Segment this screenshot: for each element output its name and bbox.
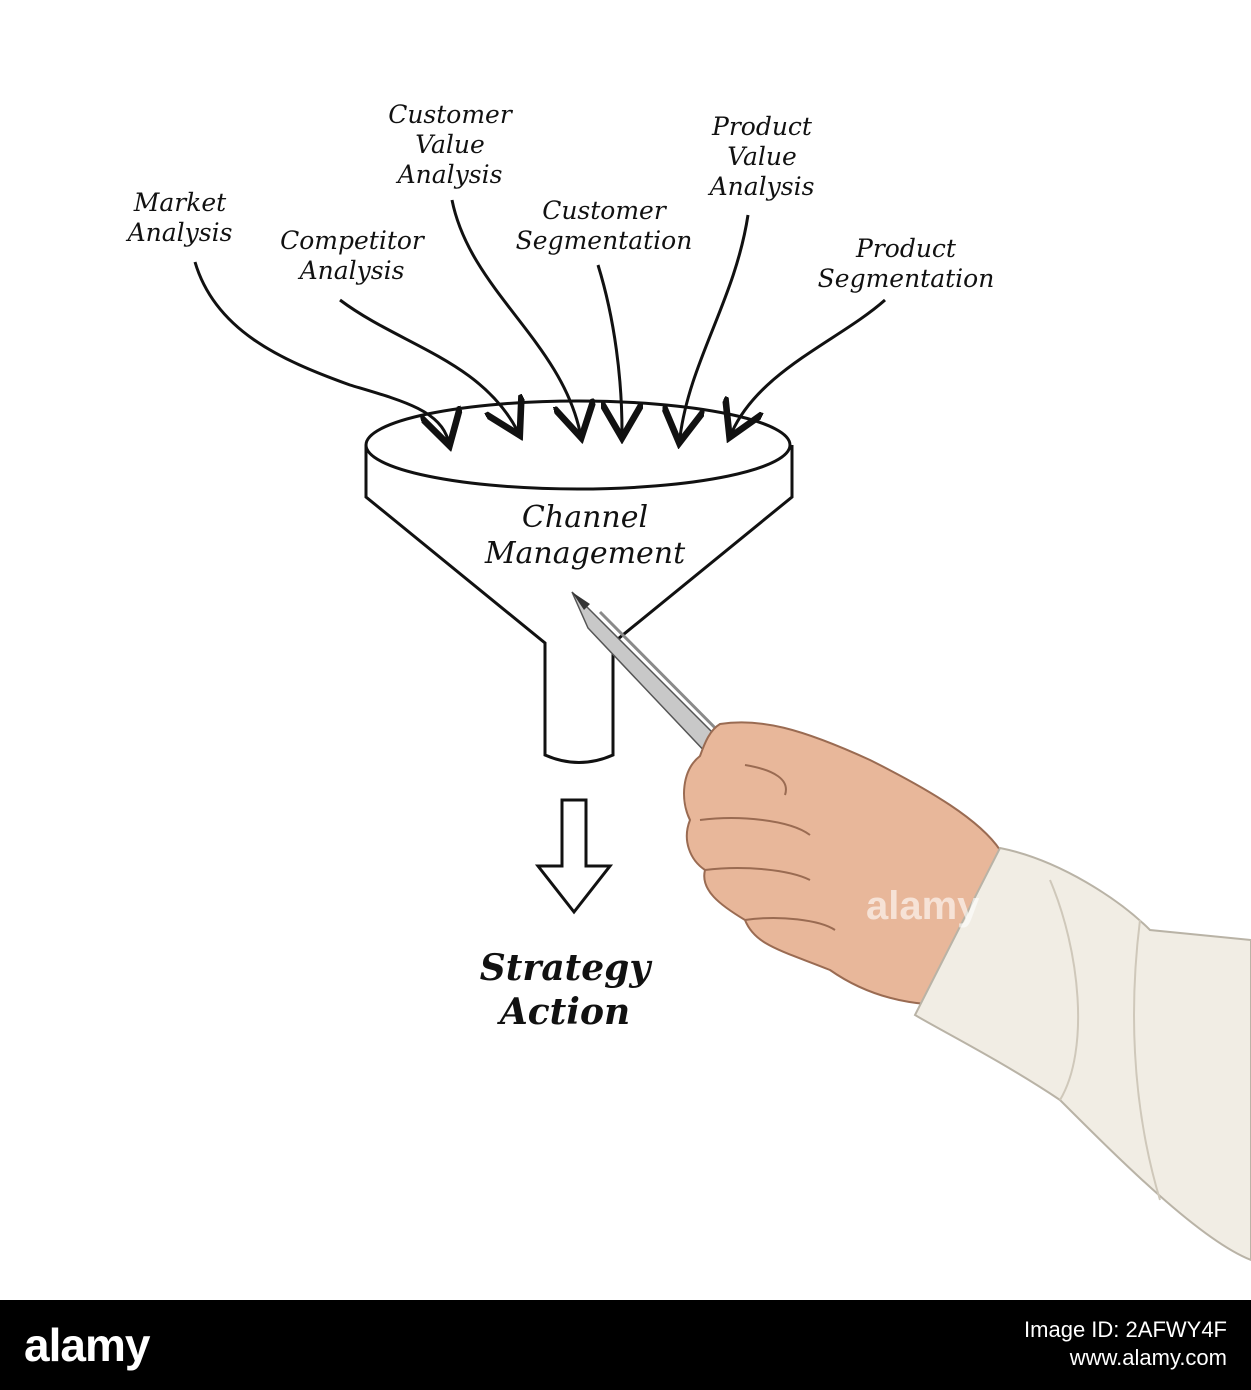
label-strategy-action: Strategy Action (479, 947, 651, 1033)
label-customer-segmentation: Customer Segmentation (515, 196, 693, 255)
funnel-icon (364, 399, 794, 764)
footer-site-text: www.alamy.com (1069, 1345, 1227, 1370)
arrow-customer-value (450, 199, 580, 432)
down-arrow-icon (534, 798, 614, 915)
label-product-value-analysis: Product Value Analysis (709, 112, 815, 201)
hand-icon (683, 721, 1251, 1262)
label-customer-value-analysis: Customer Value Analysis (388, 100, 512, 189)
label-channel-management: Channel Management (484, 500, 686, 571)
diagram-canvas: Market Analysis Competitor Analysis Cust… (127, 100, 1251, 1262)
footer-bar: alamy Image ID: 2AFWY4F www.alamy.com (0, 1300, 1251, 1390)
footer-logo: alamy (24, 1319, 150, 1371)
arrow-product-value (680, 214, 750, 437)
arrow-market (193, 261, 448, 440)
label-product-segmentation: Product Segmentation (817, 234, 995, 293)
arrow-competitor (339, 298, 517, 430)
footer-image-id: Image ID: 2AFWY4F www.alamy.com (1024, 1316, 1227, 1372)
label-competitor-analysis: Competitor Analysis (280, 226, 424, 285)
diagram-svg (193, 199, 1251, 1262)
footer-image-id-text: Image ID: 2AFWY4F (1024, 1317, 1227, 1342)
label-market-analysis: Market Analysis (127, 188, 233, 247)
arrow-customer-segmentation (596, 264, 622, 432)
watermark: alamy (866, 884, 980, 928)
arrow-product-segmentation (732, 298, 886, 432)
